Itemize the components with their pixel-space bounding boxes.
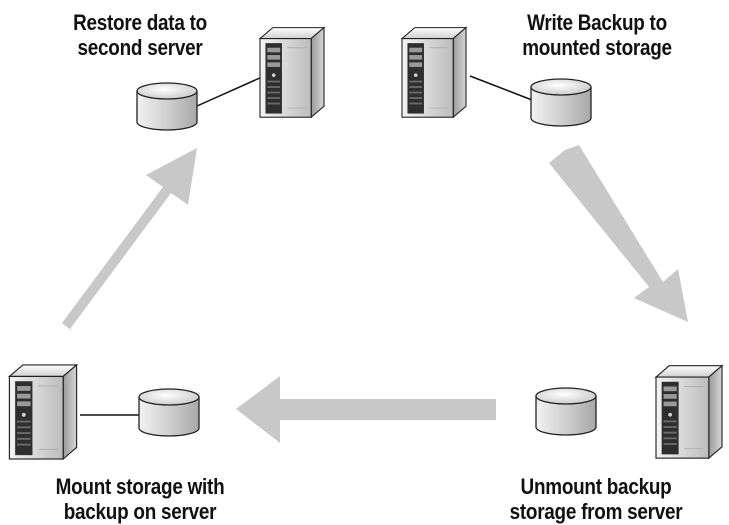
label-write: Write Backup to mounted storage bbox=[507, 10, 688, 60]
server-icon bbox=[8, 364, 78, 460]
label-write-line1: Write Backup to bbox=[527, 10, 667, 35]
label-mount: Mount storage with backup on server bbox=[28, 474, 252, 524]
label-unmount-line1: Unmount backup bbox=[520, 474, 672, 499]
arrow-mount-to-restore bbox=[62, 148, 197, 335]
flow-arrows bbox=[62, 145, 688, 443]
label-write-line2: mounted storage bbox=[522, 35, 672, 60]
label-restore-line2: second server bbox=[77, 35, 203, 60]
label-unmount-line2: storage from server bbox=[509, 499, 683, 524]
label-restore-line1: Restore data to bbox=[73, 10, 207, 35]
label-unmount: Unmount backup storage from server bbox=[484, 474, 708, 524]
connector-lines bbox=[80, 75, 533, 416]
server-icon bbox=[655, 365, 723, 459]
arrow-write-to-unmount bbox=[549, 145, 688, 322]
label-restore: Restore data to second server bbox=[54, 10, 226, 60]
label-mount-line2: backup on server bbox=[63, 499, 217, 524]
arrow-unmount-to-mount bbox=[236, 376, 496, 443]
server-icon bbox=[401, 27, 467, 118]
label-mount-line1: Mount storage with bbox=[55, 474, 225, 499]
storage-disk-icon bbox=[530, 78, 592, 127]
storage-disk-icon bbox=[138, 388, 200, 437]
server-icon bbox=[259, 27, 325, 118]
storage-disk-icon bbox=[535, 387, 597, 436]
storage-disk-icon bbox=[136, 82, 198, 131]
